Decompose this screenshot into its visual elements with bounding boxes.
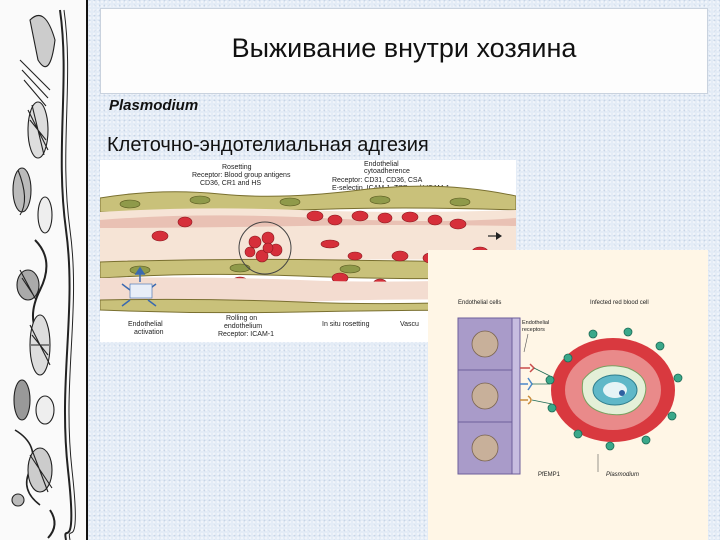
label-rosetting-receptor-2: CD36, CR1 and HS bbox=[200, 180, 261, 187]
worm-segments-top bbox=[19, 15, 56, 107]
cell-adhesion-image: Endothelial cells Infected red blood cel… bbox=[457, 300, 683, 478]
label-plasmodium: Plasmodium bbox=[606, 472, 639, 478]
label-endothelial-activation-1: Endothelial bbox=[128, 321, 163, 328]
cell-adhesion-figure: Endothelial cells Infected red blood cel… bbox=[428, 250, 708, 540]
slide-heading: Клеточно-эндотелиальная адгезия bbox=[107, 134, 429, 156]
label-endothelial-receptors-2: receptors bbox=[522, 327, 545, 333]
label-in-situ-rosetting: In situ rosetting bbox=[322, 321, 370, 328]
decorative-left-strip bbox=[0, 0, 88, 540]
label-pfemp1: PfEMP1 bbox=[538, 472, 561, 478]
label-endothelial-activation-2: activation bbox=[134, 329, 164, 336]
blood-vessel-figure: Rosetting Receptor: Blood group antigens… bbox=[99, 160, 517, 342]
label-cytoadherence-2: cytoadherence bbox=[364, 168, 410, 175]
slide-title: Выживание внутри хозяина bbox=[231, 32, 577, 63]
organism-engravings-image bbox=[11, 9, 76, 540]
label-cytoadherence-receptor-1: Receptor: CD31, CD36, CSA bbox=[332, 177, 423, 184]
label-rosetting: Rosetting bbox=[222, 164, 252, 171]
label-rolling-1: Rolling on bbox=[226, 315, 257, 322]
label-rosetting-receptor-1: Receptor: Blood group antigens bbox=[192, 172, 291, 179]
label-cytoadherence-1: Endothelial bbox=[364, 161, 399, 168]
label-rolling-2: endothelium bbox=[224, 323, 262, 330]
label-endothelial-receptors-1: Endothelial bbox=[522, 320, 549, 326]
slide-subtitle: Plasmodium bbox=[109, 97, 199, 114]
title-box: Выживание внутри хозяина bbox=[100, 8, 708, 94]
blood-vessel-image: Rosetting Receptor: Blood group antigens… bbox=[99, 161, 517, 338]
label-endothelial-cells: Endothelial cells bbox=[458, 300, 501, 306]
label-infected-rbc: Infected red blood cell bbox=[590, 300, 649, 306]
label-rolling-receptor: Receptor: ICAM-1 bbox=[218, 331, 274, 338]
label-vascular: Vascu bbox=[400, 321, 419, 328]
infected-rbc-shape bbox=[551, 338, 675, 442]
